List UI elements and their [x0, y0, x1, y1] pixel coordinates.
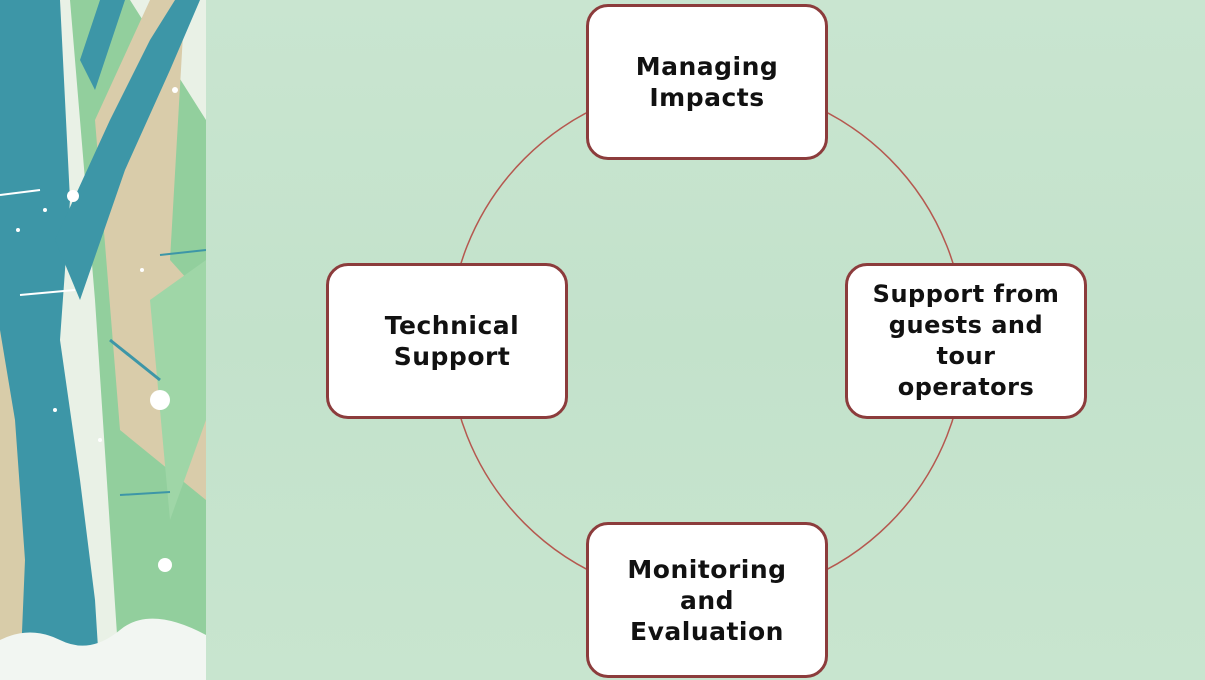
node-label-support-from-guests: Support from guests and tour operators: [872, 280, 1060, 401]
snowflake-9: [53, 408, 57, 412]
twig-2: [19, 289, 76, 296]
snowflake-3: [158, 558, 172, 572]
snow-ground: [0, 618, 206, 680]
forest-art-svg: [0, 0, 206, 680]
snowflake-2: [150, 390, 170, 410]
snowflake-5: [43, 208, 47, 212]
node-label-managing-impacts: Managing Impacts: [635, 52, 779, 112]
snowflake-8: [172, 87, 178, 93]
node-label-monitoring-evaluation: Monitoring and Evaluation: [627, 554, 787, 646]
forest-illustration: [0, 0, 206, 680]
snowflake-6: [140, 268, 144, 272]
tree-branch: [55, 0, 200, 300]
snowflake-4: [16, 228, 20, 232]
tree-trunk-main: [0, 0, 100, 680]
snowflake-1: [67, 190, 79, 202]
snowflake-7: [98, 438, 102, 442]
twig-3: [119, 491, 171, 496]
twig-4: [109, 338, 161, 382]
cycle-node-technical-support: Technical Support: [326, 263, 568, 419]
cycle-node-monitoring-evaluation: Monitoring and Evaluation: [586, 522, 828, 678]
tree-branch-small: [80, 0, 125, 90]
node-label-technical-support: Technical Support: [384, 311, 520, 371]
light-green-patch: [150, 260, 206, 520]
cycle-node-managing-impacts: Managing Impacts: [586, 4, 828, 160]
twig-5: [159, 249, 206, 256]
twig-1: [0, 189, 41, 196]
cycle-node-support-from-guests: Support from guests and tour operators: [845, 263, 1087, 419]
